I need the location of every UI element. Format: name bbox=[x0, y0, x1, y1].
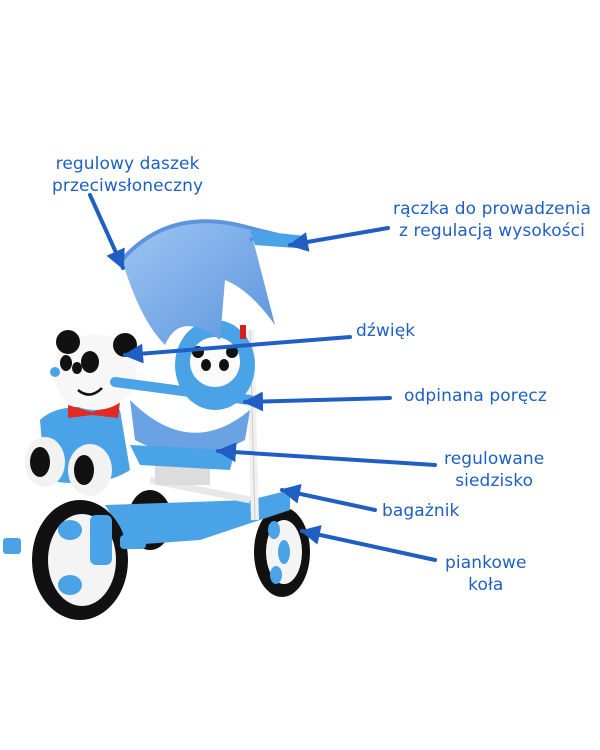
canopy-icon bbox=[120, 219, 308, 345]
annotation-arrows bbox=[88, 193, 437, 562]
front-wheel-icon bbox=[3, 500, 146, 620]
arrow-canopy bbox=[88, 193, 125, 270]
label-push-handle: rączka do prowadzenia z regulacją wysoko… bbox=[393, 199, 591, 241]
arrow-foam-wheels bbox=[300, 525, 437, 562]
label-luggage-rack: bagażnik bbox=[382, 501, 460, 521]
label-foam-wheels: piankowe koła bbox=[445, 553, 527, 595]
panda-front-icon bbox=[25, 330, 137, 496]
arrow-detachable-rail bbox=[243, 391, 392, 412]
label-detachable-rail: odpinana poręcz bbox=[404, 386, 547, 406]
arrow-luggage-rack bbox=[280, 484, 377, 512]
arrow-sound bbox=[123, 335, 352, 364]
arrow-push-handle bbox=[288, 226, 390, 252]
label-canopy: regulowy daszek przeciwsłoneczny bbox=[52, 154, 204, 196]
label-adjustable-seat: regulowane siedzisko bbox=[444, 449, 545, 491]
arrow-adjustable-seat bbox=[216, 442, 437, 467]
label-sound: dźwięk bbox=[356, 321, 416, 341]
